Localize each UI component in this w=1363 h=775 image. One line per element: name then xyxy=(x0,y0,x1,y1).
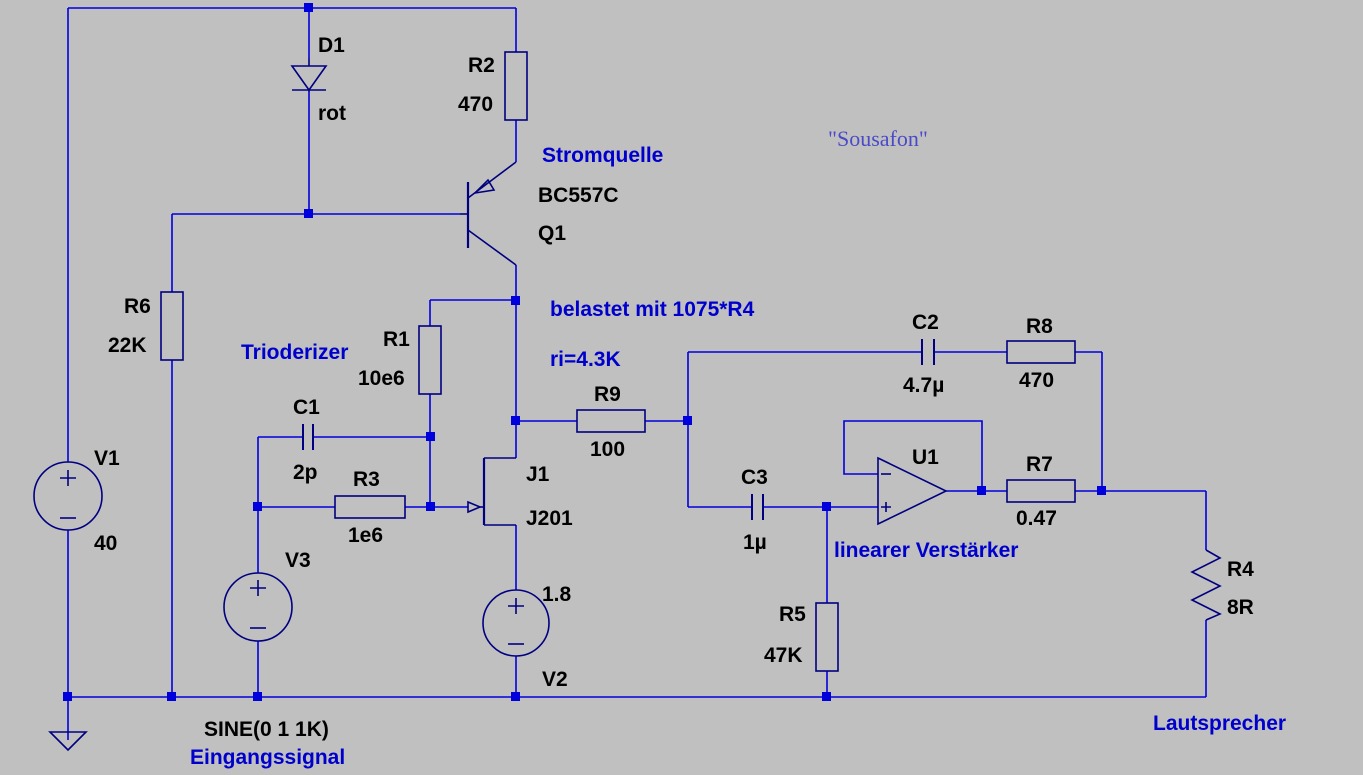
opamp-u1[interactable]: U1 xyxy=(877,446,948,526)
njfet-icon xyxy=(467,457,516,526)
resistor-icon xyxy=(418,325,442,395)
resistor-r7[interactable]: R7 0.47 xyxy=(1006,453,1076,530)
comment-linearer-verstaerker: linearer Verstärker xyxy=(834,539,1018,562)
resistor-icon xyxy=(576,409,646,433)
comment-stromquelle: Stromquelle xyxy=(542,144,663,167)
resistor-icon xyxy=(1006,340,1076,364)
voltage-source-icon xyxy=(33,461,103,531)
diode-icon xyxy=(290,58,328,92)
v2-name: V2 xyxy=(542,668,568,691)
resistor-icon xyxy=(1006,479,1076,503)
r1-name: R1 xyxy=(383,328,410,351)
ground-icon xyxy=(48,731,88,752)
resistor-r3[interactable]: R3 1e6 xyxy=(334,468,406,547)
capacitor-c3[interactable]: C3 1µ xyxy=(741,466,768,554)
voltage-source-icon xyxy=(482,589,550,657)
schematic-title: "Sousafon" xyxy=(828,126,928,151)
c1-value: 2p xyxy=(293,461,318,484)
resistor-icon xyxy=(504,51,528,121)
comment-lautsprecher: Lautsprecher xyxy=(1153,712,1286,735)
r1-value: 10e6 xyxy=(358,367,405,390)
r4-name: R4 xyxy=(1227,558,1254,581)
capacitor-c1[interactable]: C1 2p xyxy=(293,396,320,484)
v1-value: 40 xyxy=(94,532,117,555)
resistor-r6[interactable]: R6 22K xyxy=(108,291,184,361)
c2-value: 4.7µ xyxy=(903,374,944,397)
r5-name: R5 xyxy=(779,603,806,626)
v3-name: V3 xyxy=(285,549,311,572)
resistor-r8[interactable]: R8 470 xyxy=(1006,315,1076,392)
r5-value: 47K xyxy=(764,644,803,667)
jfet-j1[interactable]: J1 J201 xyxy=(467,457,573,530)
capacitor-icon xyxy=(751,494,764,520)
r3-value: 1e6 xyxy=(348,524,383,547)
voltage-source-v2[interactable]: 1.8 V2 xyxy=(482,583,572,691)
u1-name: U1 xyxy=(912,446,939,469)
resistor-r5[interactable]: R5 47K xyxy=(764,602,839,672)
r6-value: 22K xyxy=(108,334,147,357)
diode-d1[interactable]: D1 rot xyxy=(290,34,346,125)
r6-name: R6 xyxy=(124,295,151,318)
v1-name: V1 xyxy=(94,447,120,470)
comment-eingangssignal: Eingangssignal xyxy=(190,746,345,769)
r7-name: R7 xyxy=(1026,453,1053,476)
comment-ri: ri=4.3K xyxy=(550,348,621,371)
r7-value: 0.47 xyxy=(1016,507,1057,530)
c3-name: C3 xyxy=(741,466,768,489)
resistor-r4[interactable]: R4 8R xyxy=(1190,549,1254,621)
voltage-source-v1[interactable]: V1 40 xyxy=(33,447,120,555)
r2-value: 470 xyxy=(458,93,493,116)
v3-value: SINE(0 1 1K) xyxy=(204,718,329,741)
voltage-source-v3[interactable]: V3 SINE(0 1 1K) xyxy=(204,549,329,741)
resistor-r9[interactable]: R9 100 xyxy=(576,383,646,461)
pnp-transistor-icon xyxy=(460,161,517,266)
r9-value: 100 xyxy=(590,438,625,461)
c2-name: C2 xyxy=(912,311,939,334)
j1-name: J1 xyxy=(526,463,550,486)
r8-value: 470 xyxy=(1019,369,1054,392)
d1-name: D1 xyxy=(318,34,345,57)
resistor-icon xyxy=(160,291,184,361)
r3-name: R3 xyxy=(353,468,380,491)
voltage-source-icon xyxy=(223,572,293,642)
d1-value: rot xyxy=(318,102,346,125)
transistor-q1[interactable]: BC557C Q1 xyxy=(460,161,619,266)
q1-value: BC557C xyxy=(538,184,619,207)
j1-value: J201 xyxy=(526,507,573,530)
comment-belastet: belastet mit 1075*R4 xyxy=(550,298,755,321)
r4-value: 8R xyxy=(1227,596,1254,619)
comment-trioderizer: Trioderizer xyxy=(241,341,348,364)
resistor-r1[interactable]: R1 10e6 xyxy=(358,325,442,395)
junctions xyxy=(63,3,1106,701)
c3-value: 1µ xyxy=(743,531,767,554)
resistor-icon xyxy=(334,495,406,519)
q1-name: Q1 xyxy=(538,222,566,245)
c1-name: C1 xyxy=(293,396,320,419)
r8-name: R8 xyxy=(1026,315,1053,338)
resistor-r2[interactable]: R2 470 xyxy=(458,51,528,121)
v2-value: 1.8 xyxy=(542,583,572,606)
capacitor-icon xyxy=(302,424,314,450)
resistor-icon xyxy=(815,602,839,672)
r2-name: R2 xyxy=(468,54,495,77)
r9-name: R9 xyxy=(594,383,621,406)
opamp-icon xyxy=(877,456,948,526)
resistor-icon xyxy=(1190,549,1222,621)
capacitor-icon xyxy=(921,339,935,365)
capacitor-c2[interactable]: C2 4.7µ xyxy=(903,311,944,397)
